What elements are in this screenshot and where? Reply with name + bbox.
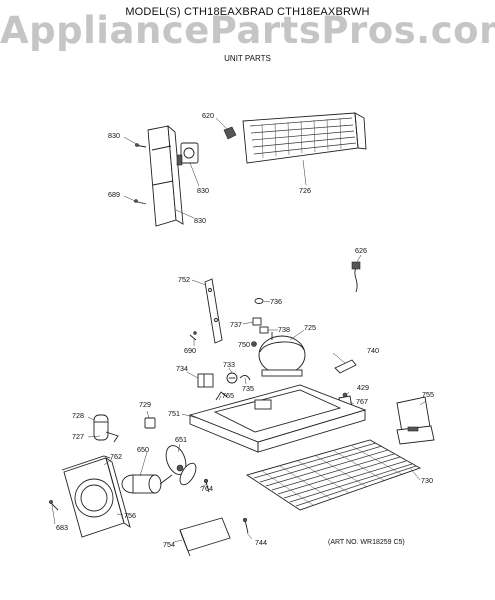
- label-767: 767: [356, 397, 368, 406]
- part-690-screw[interactable]: [189, 331, 197, 341]
- label-729: 729: [139, 400, 151, 409]
- label-738: 738: [278, 325, 290, 334]
- part-752-bracket[interactable]: [204, 278, 223, 344]
- label-754: 754: [163, 540, 175, 549]
- part-650-fan-motor[interactable]: [121, 474, 173, 494]
- part-830-bracket[interactable]: [176, 142, 199, 166]
- label-830c: 830: [194, 216, 206, 225]
- label-736: 736: [270, 297, 282, 306]
- part-765[interactable]: [215, 391, 228, 401]
- part-651-fan-blade[interactable]: [162, 443, 199, 488]
- label-683: 683: [56, 523, 68, 532]
- part-728-capacitor[interactable]: [93, 414, 109, 441]
- part-737[interactable]: [252, 317, 262, 326]
- label-726: 726: [299, 186, 311, 195]
- part-738[interactable]: [259, 326, 269, 334]
- part-620[interactable]: [223, 126, 237, 140]
- label-830b: 830: [197, 186, 209, 195]
- label-728: 728: [72, 411, 84, 420]
- label-690: 690: [184, 346, 196, 355]
- label-429: 429: [357, 383, 369, 392]
- label-734: 734: [176, 364, 188, 373]
- part-762-gasket[interactable]: [61, 455, 111, 471]
- label-730: 730: [421, 476, 433, 485]
- model-title: MODEL(S) CTH18EAXBRAD CTH18EAXBRWH: [125, 6, 370, 18]
- part-730-coil[interactable]: [245, 439, 422, 511]
- part-734-relay[interactable]: [197, 373, 214, 388]
- label-830a: 830: [108, 131, 120, 140]
- part-755-bracket[interactable]: [396, 396, 435, 445]
- label-750: 750: [238, 340, 250, 349]
- part-727-clip[interactable]: [105, 431, 119, 443]
- part-683-screw[interactable]: [49, 500, 59, 511]
- label-744: 744: [255, 538, 267, 547]
- label-762: 762: [110, 452, 122, 461]
- part-735[interactable]: [239, 375, 251, 381]
- art-number: (ART NO. WR18259 C5): [328, 539, 405, 546]
- label-752: 752: [178, 275, 190, 284]
- label-735: 735: [242, 384, 254, 393]
- part-756-fan-shroud[interactable]: [63, 456, 131, 538]
- part-725-compressor[interactable]: [258, 332, 306, 377]
- label-740: 740: [367, 346, 379, 355]
- part-830-channel[interactable]: [147, 124, 184, 227]
- label-689: 689: [108, 190, 120, 199]
- label-733: 733: [223, 360, 235, 369]
- label-764: 764: [201, 484, 213, 493]
- part-726-condenser[interactable]: [242, 112, 367, 164]
- leader-lines: [51, 117, 427, 543]
- label-620: 620: [202, 111, 214, 120]
- label-651: 651: [175, 435, 187, 444]
- part-689-screw[interactable]: [133, 199, 147, 205]
- part-labels: 620 830 830 689 830 726 626 752 736 737 …: [56, 111, 434, 549]
- label-756: 756: [124, 511, 136, 520]
- label-765: 765: [222, 391, 234, 400]
- part-744[interactable]: [242, 517, 249, 534]
- label-626: 626: [355, 246, 367, 255]
- part-729[interactable]: [144, 417, 156, 429]
- label-737: 737: [230, 320, 242, 329]
- label-751: 751: [168, 409, 180, 418]
- part-736[interactable]: [254, 298, 264, 304]
- label-755: 755: [422, 390, 434, 399]
- part-754-tray[interactable]: [179, 517, 231, 557]
- part-830-screw[interactable]: [134, 143, 147, 148]
- label-727: 727: [72, 432, 84, 441]
- part-626-power-cord[interactable]: [351, 261, 361, 293]
- label-725: 725: [304, 323, 316, 332]
- part-751-base-tray[interactable]: [188, 384, 367, 453]
- part-764[interactable]: [203, 478, 210, 493]
- part-740-clip[interactable]: [334, 359, 357, 374]
- label-650: 650: [137, 445, 149, 454]
- part-733[interactable]: [226, 372, 238, 384]
- section-title: UNIT PARTS: [224, 54, 271, 63]
